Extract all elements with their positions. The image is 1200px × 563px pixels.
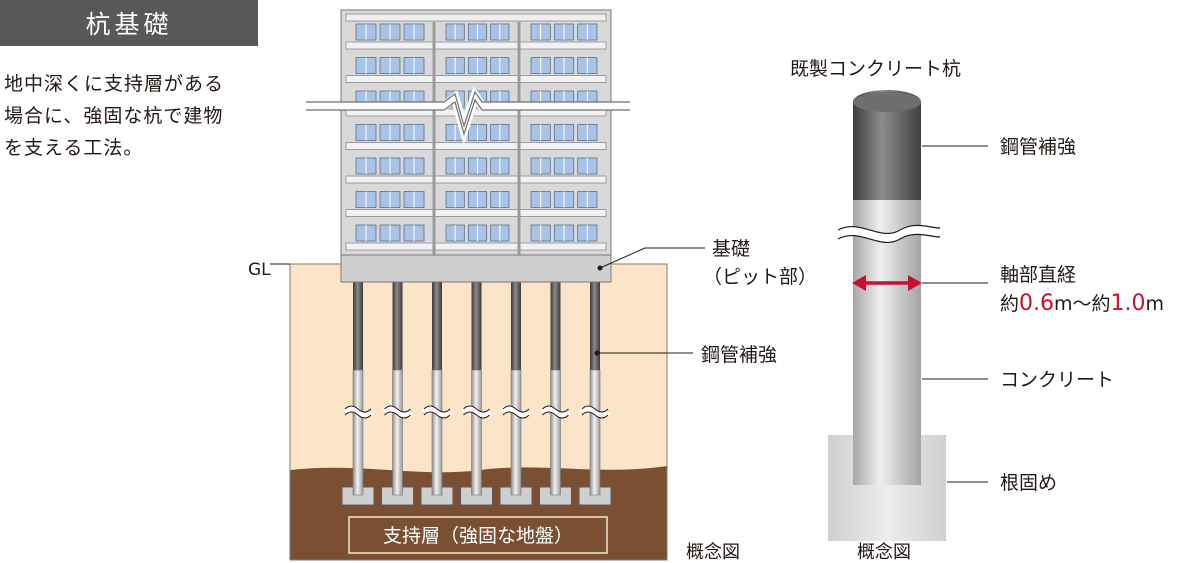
foundation-leader-dot (597, 265, 603, 271)
pile-steel-section (392, 282, 403, 370)
pile-break-line (384, 405, 411, 413)
diameter-separator: 〜約 (1073, 293, 1111, 315)
building-floors (345, 23, 607, 251)
pile-steel-section (590, 282, 600, 370)
description-line-1: 地中深くに支持層がある (4, 73, 225, 95)
right-title: 既製コンクリート杭 (790, 58, 961, 80)
pile-break-gap (461, 406, 492, 418)
building (340, 9, 612, 256)
foundation-pit (340, 254, 612, 283)
pile-steel-section (353, 282, 363, 370)
pile-break-gap (579, 406, 611, 418)
pile-steel-section (432, 282, 442, 370)
steel-label-right: 鋼管補強 (1000, 136, 1076, 158)
pile-break-line (581, 405, 609, 413)
bearing-label-box (348, 516, 608, 554)
pile-concrete-section (392, 369, 403, 496)
building-balcony (345, 142, 607, 150)
pile-steel-section (511, 282, 521, 370)
building-roof (345, 13, 607, 22)
pile-break-gap (540, 406, 571, 418)
steel-pipe-top (853, 90, 921, 200)
pile-steel-section (471, 282, 482, 370)
steel-pipe-top-rim (853, 92, 921, 112)
pile-break-line (463, 411, 490, 419)
pile-break-line (542, 405, 569, 413)
building-break-mark (306, 86, 630, 146)
caption-right: 概念図 (857, 541, 911, 563)
pile-concrete-section (510, 369, 522, 496)
pile-break-line (502, 411, 530, 419)
diameter-label: 軸部直経 (1000, 264, 1076, 286)
pile-break-line (542, 411, 569, 419)
pile-break-line (423, 411, 451, 419)
gl-label: GL (248, 260, 271, 280)
building-balcony (345, 108, 607, 117)
pile-break-gap (500, 406, 532, 418)
pile-break-line (344, 411, 372, 419)
pile-concrete-section (550, 369, 561, 496)
building-balcony (345, 75, 607, 83)
root-label: 根固め (1000, 472, 1057, 494)
pile-concrete-section (589, 369, 601, 496)
foundation-label: 基礎 (712, 238, 750, 260)
building-balcony (345, 209, 607, 217)
pile-steel-section (550, 282, 561, 370)
pile-break-line (502, 405, 530, 413)
pile-break-mark (835, 224, 941, 244)
pile-break-line (423, 405, 451, 413)
diameter-values: 約0.6m〜約1.0m (1000, 291, 1164, 316)
foundation-label-sub: （ピット部） (703, 266, 817, 288)
diameter-prefix: 約 (1000, 293, 1019, 315)
section-title: 杭基礎 (0, 0, 258, 46)
building-balcony (345, 242, 607, 251)
pile-break-gap (421, 406, 453, 418)
concrete-label: コンクリート (1000, 369, 1114, 391)
pile-break-line (384, 411, 411, 419)
pile-break-line (581, 411, 609, 419)
pile-concrete-section (431, 369, 443, 496)
description-line-2: 場合に、強固な杭で建物 (4, 105, 224, 127)
pile-break-line (344, 405, 372, 413)
pile-break-gap (342, 406, 374, 418)
bearing-layer-label: 支持層（強固な地盤） (383, 525, 573, 547)
pile-break-line (463, 405, 490, 413)
pile-group (341, 282, 612, 506)
building-balcony (345, 175, 607, 184)
pile-concrete-section (352, 369, 364, 496)
building-balcony (345, 41, 607, 50)
section-description: 地中深くに支持層がある 場合に、強固な杭で建物 を支える工法。 (4, 68, 266, 164)
description-line-3: を支える工法。 (4, 137, 144, 159)
diameter-value-min: 0.6 (1019, 291, 1054, 316)
caption-left: 概念図 (686, 541, 740, 563)
pile-concrete-section (471, 369, 482, 496)
foundation-leader (599, 247, 705, 269)
diameter-arrow (852, 275, 922, 291)
diameter-unit-min: m (1054, 293, 1073, 315)
diameter-value-max: 1.0 (1111, 291, 1146, 316)
diameter-unit-max: m (1146, 293, 1165, 315)
pile-break-gap (382, 406, 413, 418)
steel-label-left: 鋼管補強 (701, 344, 777, 366)
steel-leader-dot (594, 350, 600, 356)
concrete-pile-shaft (853, 195, 921, 485)
